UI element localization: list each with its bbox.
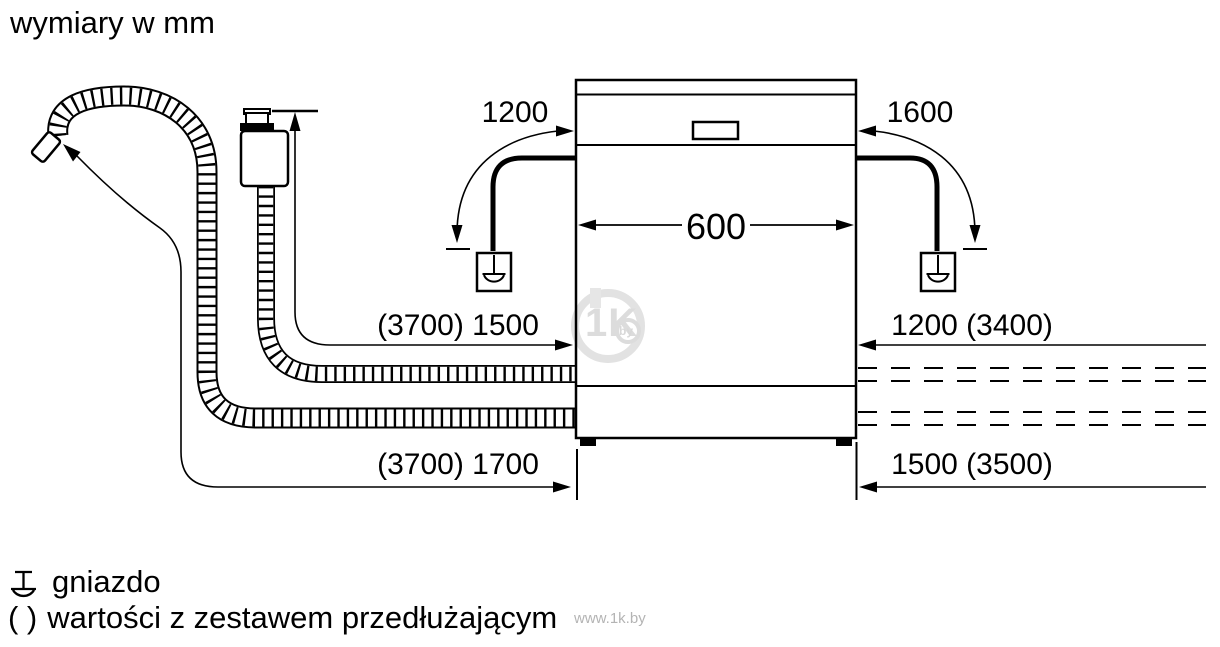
dim-power-cord-right xyxy=(858,125,987,250)
watermark-bubble-text: by xyxy=(619,324,634,338)
foot-left xyxy=(580,437,596,446)
drain-hose-end-fitting xyxy=(30,131,62,163)
water-tap-valve xyxy=(239,108,290,188)
diagram-title: wymiary w mm xyxy=(10,5,215,40)
legend-row-extension: ( ) wartości z zestawem przedłużającym xyxy=(8,600,557,636)
drain-hose xyxy=(47,85,580,429)
socket-left-icon xyxy=(475,251,513,293)
inlet-hose xyxy=(257,186,580,383)
power-cable-left xyxy=(490,155,577,251)
dim-label-drain-hose-right: 1500 (3500) xyxy=(891,448,1053,481)
dim-label-appliance-width: 600 xyxy=(685,206,747,247)
dim-appliance-width xyxy=(578,219,854,231)
foot-right xyxy=(836,437,852,446)
extension-lines xyxy=(576,442,858,500)
dim-label-power-cord-right: 1600 xyxy=(886,96,954,129)
dim-inlet-hose-left xyxy=(272,109,573,351)
dim-power-cord-left xyxy=(446,125,574,250)
hose-continuation-dashed xyxy=(858,367,1206,426)
dim-drain-hose-left xyxy=(63,144,571,493)
dishwasher-outline xyxy=(574,78,858,446)
legend-parentheses-symbol: ( ) xyxy=(8,600,38,635)
power-cable-right xyxy=(855,155,940,251)
dim-label-inlet-hose-left: (3700) 1500 xyxy=(377,309,539,342)
socket-icon xyxy=(11,570,36,598)
legend-socket-label: gniazdo xyxy=(52,564,161,599)
legend-extension-label: wartości z zestawem przedłużającym xyxy=(47,600,558,635)
legend-row-socket: gniazdo xyxy=(8,565,161,601)
dim-label-inlet-hose-right: 1200 (3400) xyxy=(891,309,1053,342)
dim-label-power-cord-left: 1200 xyxy=(481,96,549,129)
watermark-url: www.1k.by xyxy=(574,610,646,627)
watermark-logo-text: 1K xyxy=(585,301,639,345)
dim-label-drain-hose-left: (3700) 1700 xyxy=(377,448,539,481)
socket-right-icon xyxy=(919,251,957,293)
dim-drain-hose-right xyxy=(859,481,1206,493)
dim-inlet-hose-right xyxy=(858,339,1206,351)
door-handle xyxy=(691,120,740,141)
